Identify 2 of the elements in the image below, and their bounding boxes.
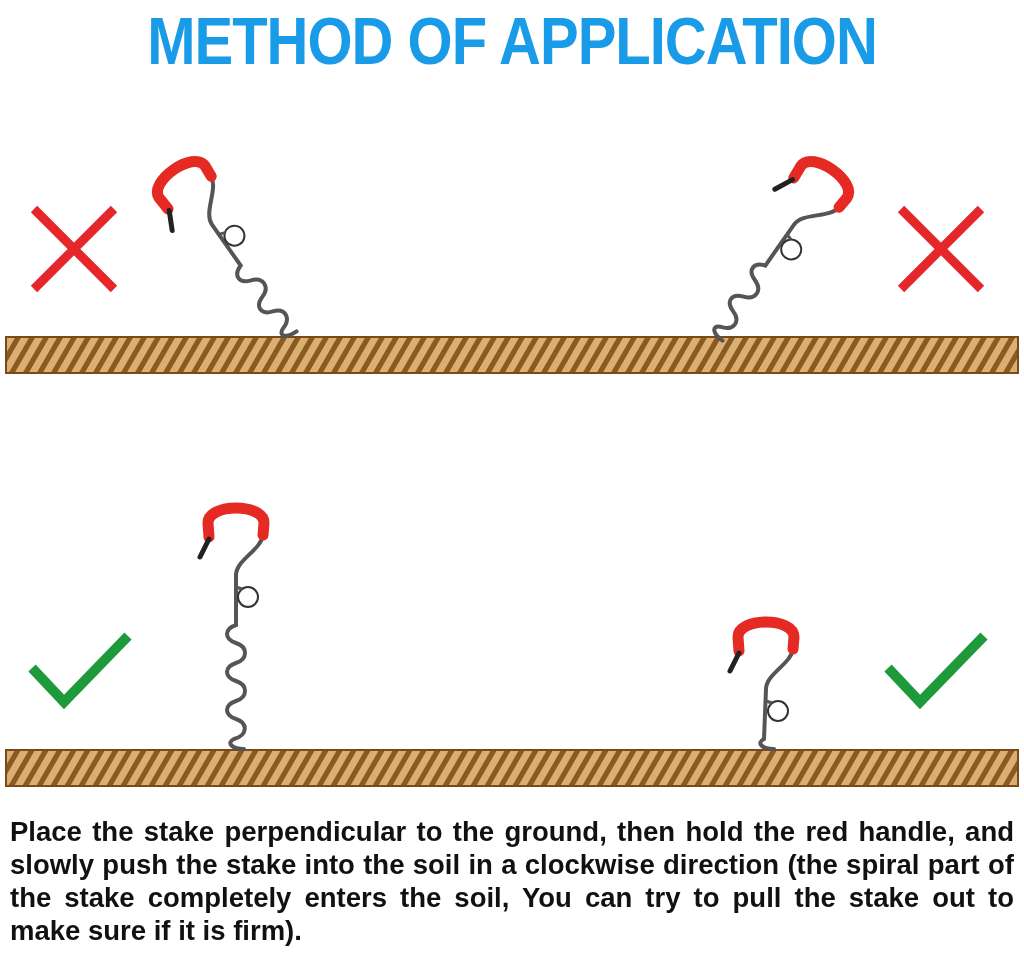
title: METHOD OF APPLICATION: [146, 2, 878, 80]
instruction-text: Place the stake perpendicular to the ground, then hold the red handle, and slowly push the stake into the soil in a clockwise direction (the spiral part of the stake completely enters the soil, You can try to pull the stake out to make sure if it is firm).: [10, 815, 1014, 947]
